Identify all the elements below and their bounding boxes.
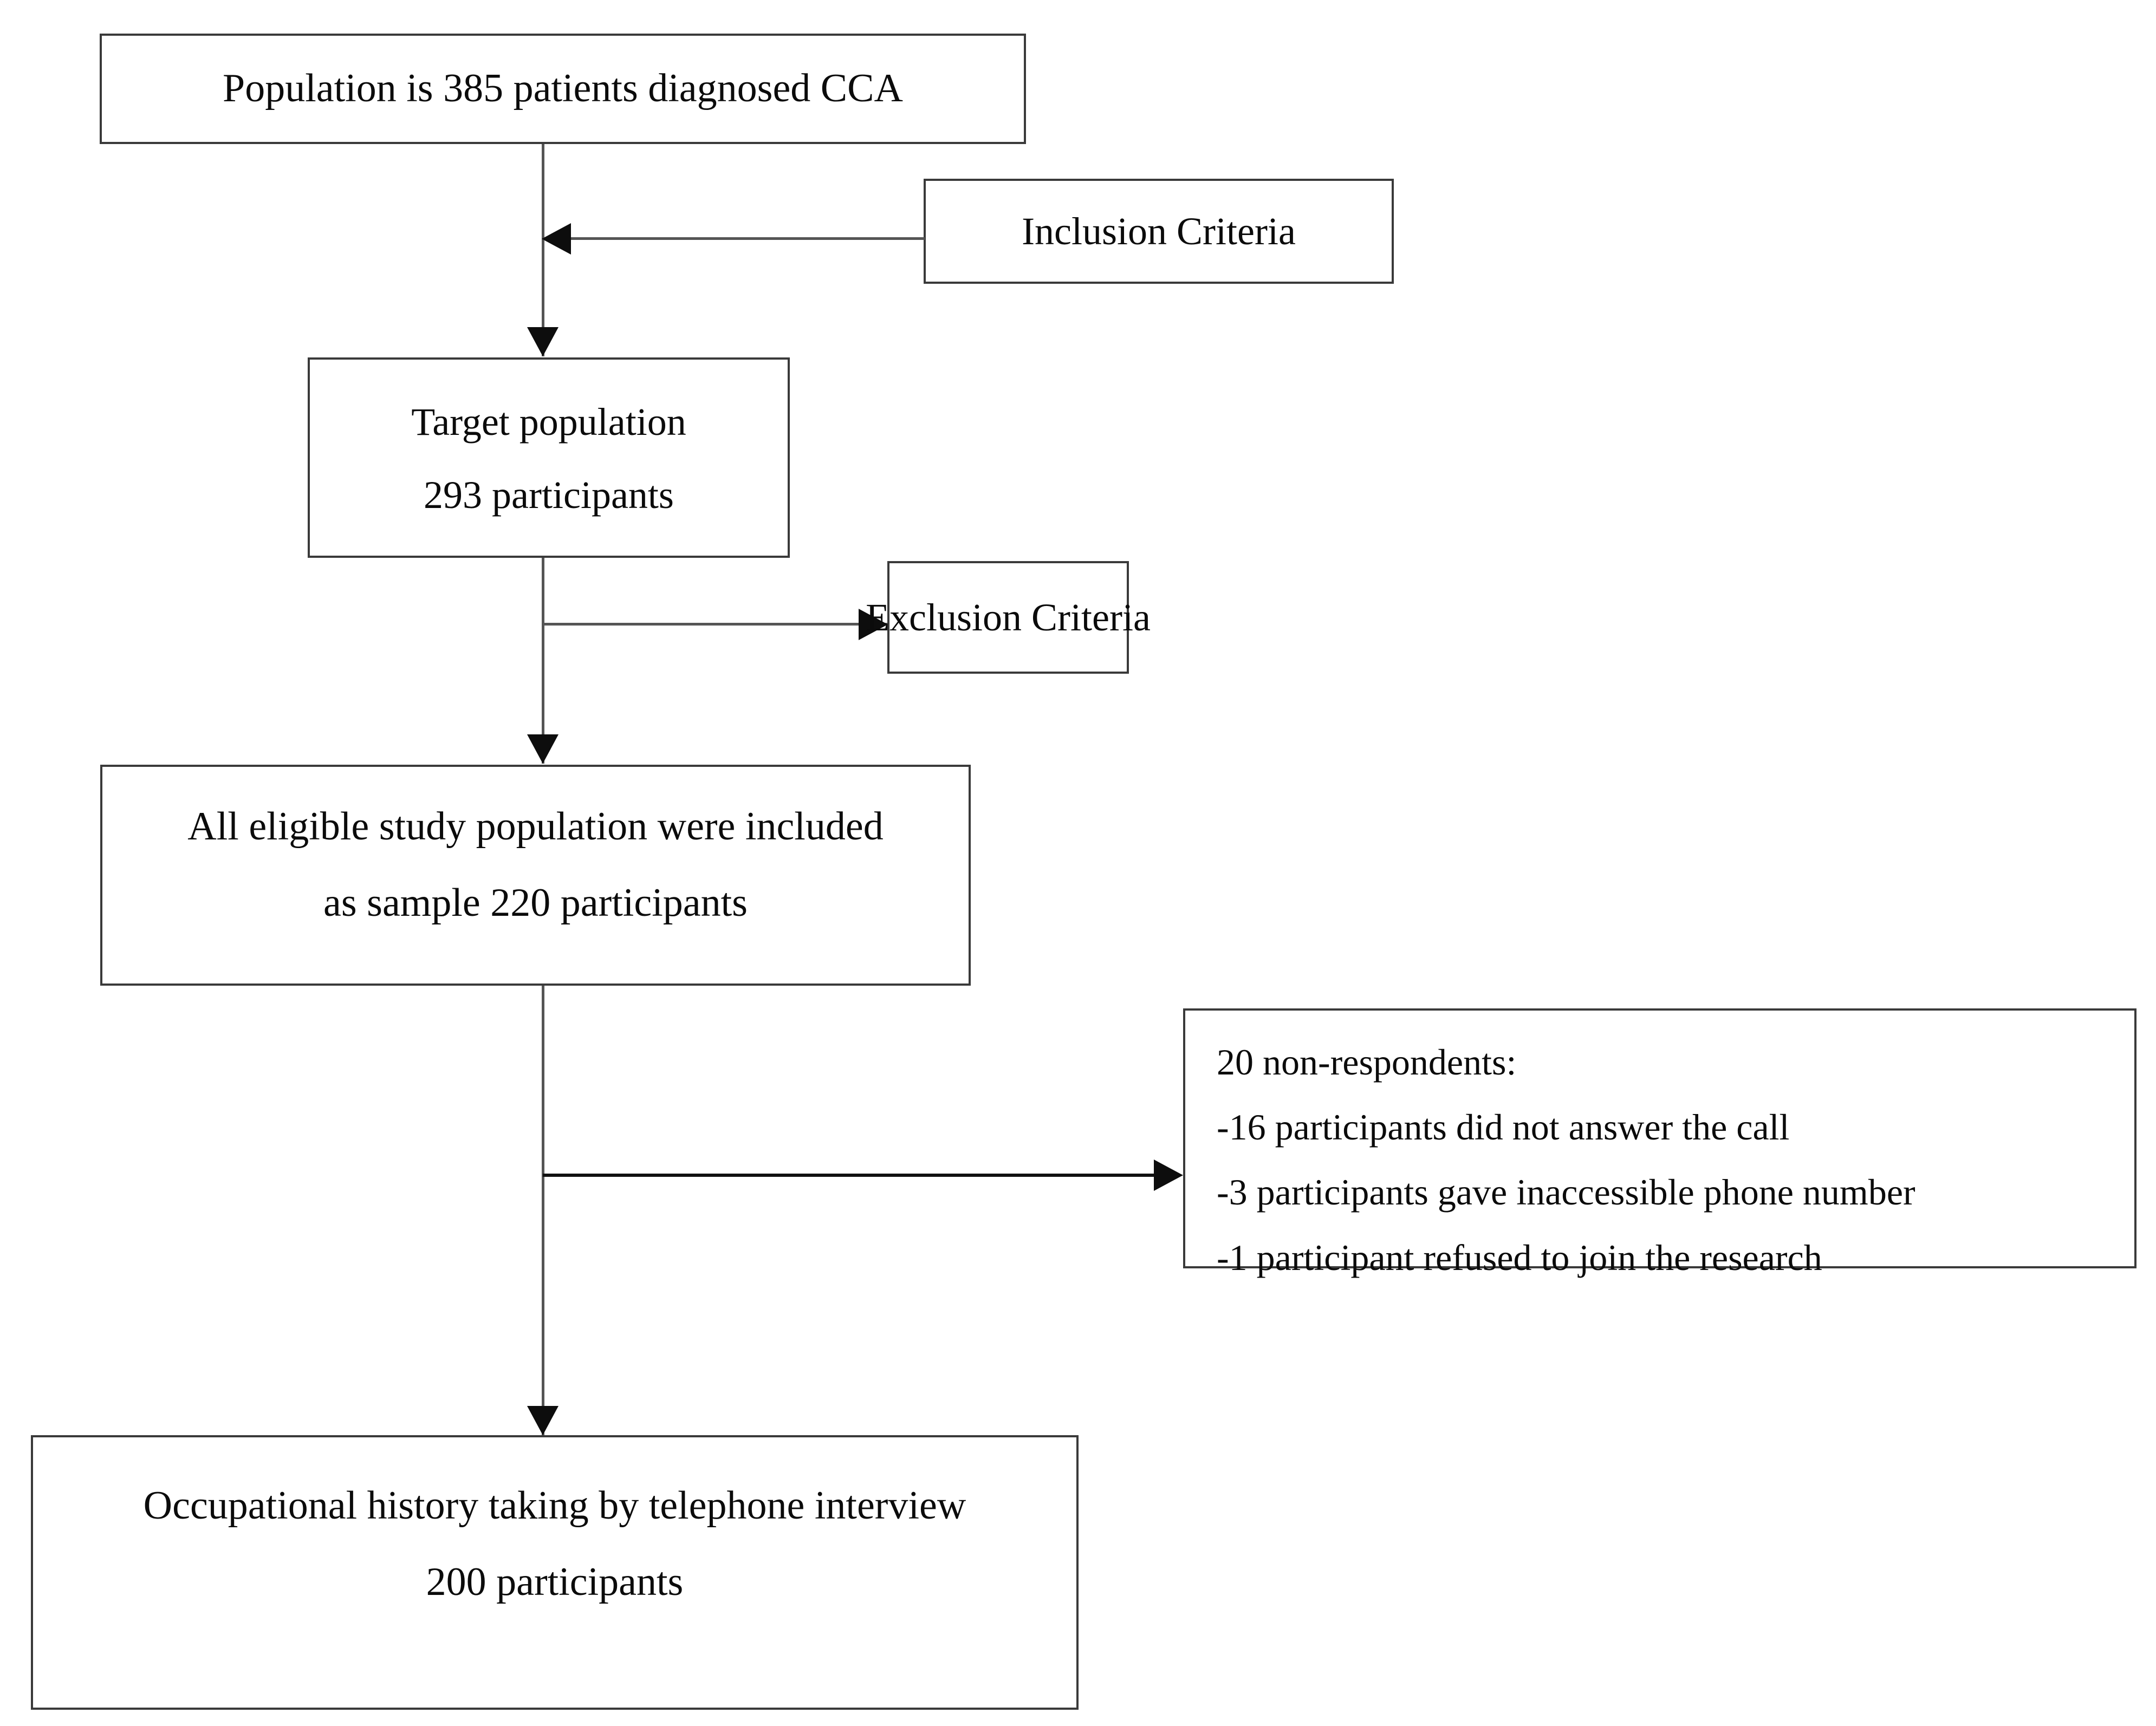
connector-non-respondents-line — [543, 1174, 1158, 1177]
node-population-line-1: Population is 385 patients diagnosed CCA — [223, 66, 903, 111]
connector-inclusion-line — [569, 237, 925, 240]
arrow-flow-to-non-respondents — [1154, 1160, 1183, 1191]
node-non-respondents-line-2: -16 participants did not answer the call — [1217, 1106, 1790, 1148]
connector-exclusion-line — [543, 623, 887, 626]
node-inclusion-criteria: Inclusion Criteria — [924, 179, 1394, 284]
arrow-inclusion-to-flow — [542, 223, 571, 255]
node-final-sample-line-1: Occupational history taking by telephone… — [143, 1483, 966, 1528]
connector-target-to-eligible-line — [542, 558, 544, 764]
arrow-target-to-eligible — [527, 734, 559, 764]
node-non-respondents-line-4: -1 participant refused to join the resea… — [1217, 1236, 1822, 1278]
node-target-population: Target population 293 participants — [308, 357, 790, 558]
node-population: Population is 385 patients diagnosed CCA — [100, 34, 1026, 144]
node-exclusion-criteria: Exclusion Criteria — [866, 561, 1151, 674]
node-inclusion-criteria-label: Inclusion Criteria — [1022, 209, 1296, 253]
node-eligible-sample-line-2: as sample 220 participants — [323, 881, 748, 926]
node-eligible-sample-line-1: All eligible study population were inclu… — [187, 804, 884, 849]
connector-eligible-to-final-line — [542, 986, 544, 1435]
arrow-flow-to-exclusion — [859, 609, 888, 640]
node-non-respondents-line-3: -3 participants gave inaccessible phone … — [1217, 1171, 1915, 1213]
node-eligible-sample: All eligible study population were inclu… — [100, 765, 971, 986]
node-final-sample-line-2: 200 participants — [426, 1560, 684, 1605]
node-exclusion-criteria-label: Exclusion Criteria — [866, 595, 1151, 639]
node-non-respondents: 20 non-respondents: -16 participants did… — [1183, 1008, 2136, 1278]
node-non-respondents-line-1: 20 non-respondents: — [1217, 1041, 1517, 1083]
arrow-population-to-target — [527, 327, 559, 356]
node-target-population-line-2: 293 participants — [424, 473, 674, 517]
node-final-sample: Occupational history taking by telephone… — [31, 1435, 1079, 1710]
arrow-eligible-to-final — [527, 1406, 559, 1435]
node-target-population-line-1: Target population — [411, 400, 686, 444]
